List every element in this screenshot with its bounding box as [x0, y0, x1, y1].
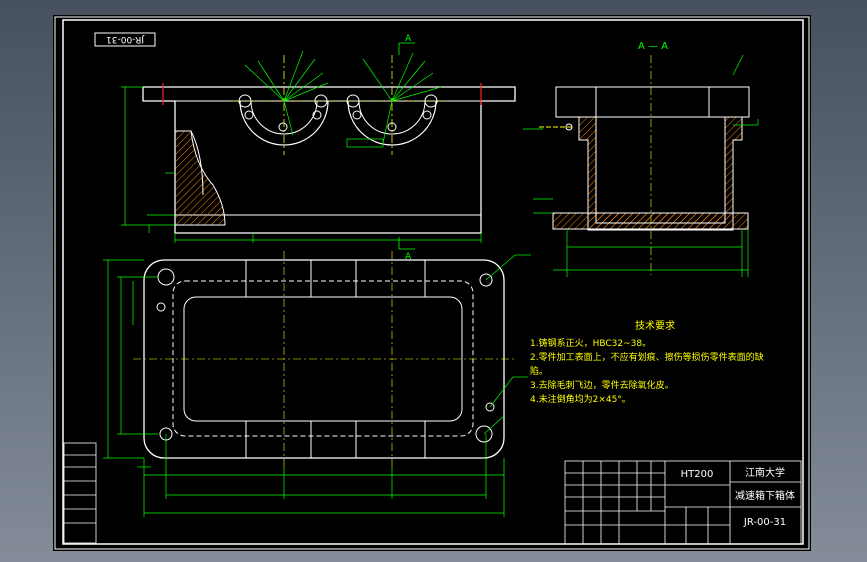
drawing-sheet: JR-00-31	[53, 15, 811, 551]
tech-req-item-1: 1.铸钢系正火，HBC32~38。	[530, 339, 652, 349]
cad-drawing: JR-00-31	[54, 16, 810, 550]
section-mark-bottom: A	[405, 252, 412, 262]
section-label: A — A	[638, 41, 668, 52]
section-a-a-view: A — A	[523, 41, 759, 277]
tech-req-title: 技术要求	[635, 321, 675, 332]
tech-req-item-3: 陷。	[530, 367, 549, 377]
tech-req-item-5: 4.未注倒角均为2×45°。	[530, 395, 631, 405]
reversed-code-text: JR-00-31	[106, 34, 145, 44]
outer-border	[54, 16, 810, 550]
tech-req-item-2: 2.零件加工表面上，不应有划痕、擦伤等损伤零件表面的缺	[530, 353, 764, 363]
section-mark-top: A	[405, 34, 412, 44]
inner-border	[62, 19, 804, 545]
part-name: 减速箱下箱体	[735, 489, 795, 502]
tech-req-item-4: 3.去除毛刺飞边，零件去除氧化皮。	[530, 381, 674, 391]
school-name: 江南大学	[745, 466, 785, 479]
front-view: A A	[121, 34, 516, 262]
top-view	[103, 251, 531, 517]
reversed-code-box: JR-00-31	[94, 32, 156, 47]
drawing-number: JR-00-31	[743, 517, 786, 528]
title-block	[564, 460, 802, 545]
material-text: HT200	[681, 469, 714, 480]
revision-strip	[63, 442, 97, 544]
